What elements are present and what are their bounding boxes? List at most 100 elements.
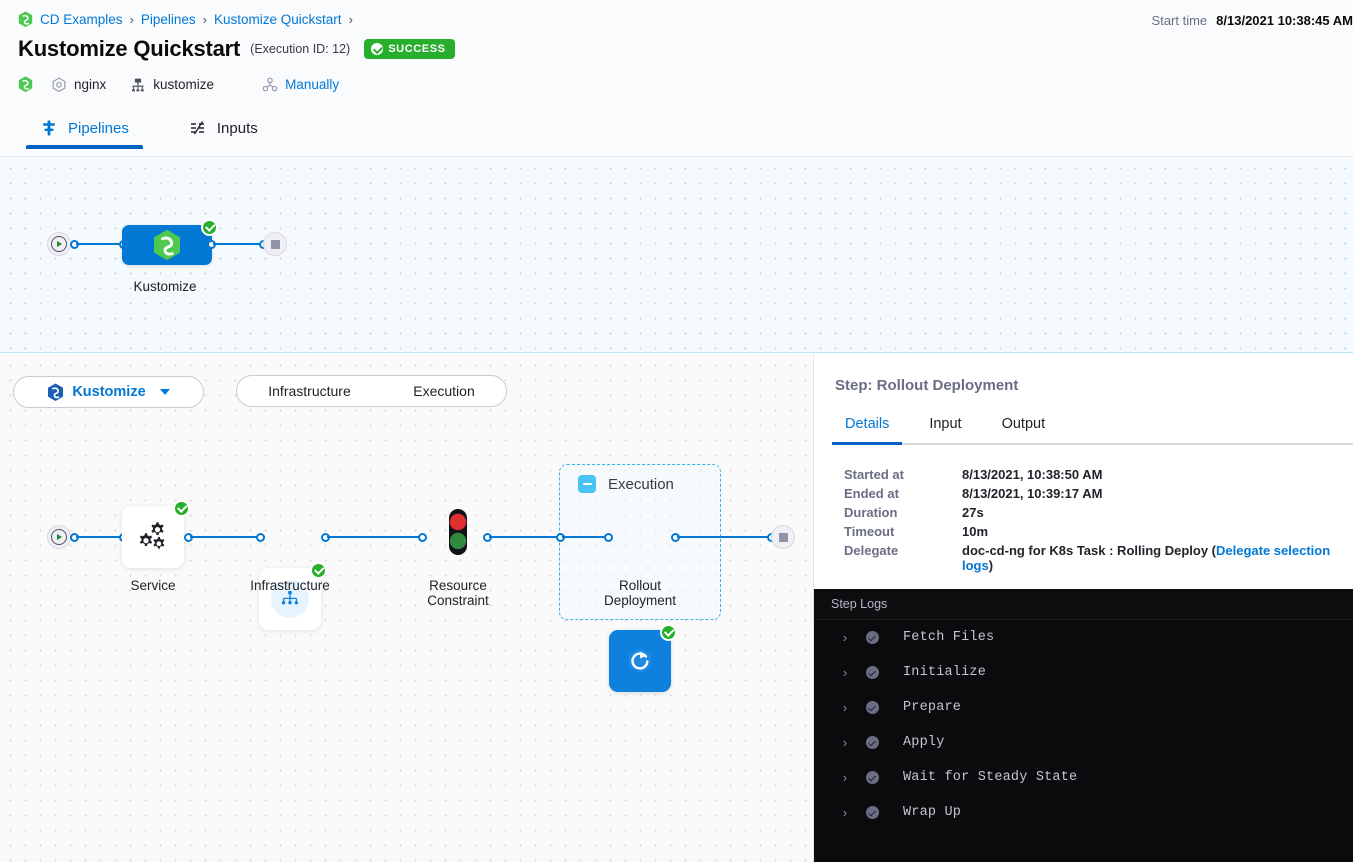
execution-group-header: Execution	[578, 475, 674, 493]
log-row[interactable]: › Apply	[814, 725, 1353, 760]
connector-dot	[256, 533, 265, 542]
log-row-label: Fetch Files	[903, 630, 995, 645]
step-tab-input[interactable]: Input	[929, 416, 962, 432]
status-success-icon	[310, 562, 327, 579]
status-badge-label: SUCCESS	[388, 43, 446, 55]
traffic-light-icon	[449, 509, 467, 555]
detail-key-started-at: Started at	[844, 467, 904, 482]
harness-logo-icon	[153, 229, 181, 260]
log-row[interactable]: › Fetch Files	[814, 620, 1353, 655]
log-row-label: Initialize	[903, 665, 987, 680]
page-title: Kustomize Quickstart	[18, 36, 241, 61]
harness-logo-icon	[18, 11, 33, 28]
detail-value-delegate: doc-cd-ng for K8s Task : Rolling Deploy …	[962, 543, 1349, 573]
execution-id: (Execution ID: 12)	[250, 42, 351, 56]
stop-icon	[270, 239, 280, 249]
tab-inputs[interactable]: Inputs	[175, 115, 272, 149]
step-node-resource-constraint[interactable]	[444, 509, 472, 564]
execution-start-node[interactable]	[47, 525, 71, 549]
start-time-label: Start time	[1151, 13, 1208, 28]
detail-key-ended-at: Ended at	[844, 486, 899, 501]
detail-value-started-at: 8/13/2021, 10:38:50 AM	[962, 467, 1103, 482]
log-row[interactable]: › Wait for Steady State	[814, 760, 1353, 795]
connector-dot	[604, 533, 613, 542]
step-node-infrastructure[interactable]	[259, 562, 327, 630]
execution-group[interactable]: Execution	[559, 464, 721, 620]
log-row[interactable]: › Prepare	[814, 690, 1353, 725]
chevron-right-icon[interactable]: ›	[842, 770, 848, 785]
service-gears-icon	[139, 522, 165, 549]
execution-group-title: Execution	[608, 475, 674, 493]
section-tabs: Infrastructure Execution	[236, 375, 507, 407]
inputs-icon	[190, 121, 204, 135]
detail-value-duration: 27s	[962, 505, 984, 520]
connector-line	[677, 536, 771, 538]
status-success-icon	[173, 500, 190, 517]
connector-line	[76, 243, 124, 245]
status-success-icon	[660, 624, 677, 641]
detail-value-ended-at: 8/13/2021, 10:39:17 AM	[962, 486, 1103, 501]
chevron-right-icon[interactable]: ›	[842, 665, 848, 680]
start-time: Start time 8/13/2021 10:38:45 AM	[1152, 13, 1353, 28]
step-logs-panel: Step Logs › Fetch Files › Initialize › P…	[814, 589, 1353, 862]
stage-selector-dropdown[interactable]: Kustomize	[13, 376, 204, 408]
breadcrumb-chevron-icon: ›	[202, 12, 208, 27]
step-details-list: Started at 8/13/2021, 10:38:50 AM Ended …	[844, 467, 1349, 573]
step-tab-output[interactable]: Output	[1001, 416, 1046, 432]
rollout-icon	[629, 648, 651, 674]
chevron-right-icon[interactable]: ›	[842, 805, 848, 820]
stage-node-label: Kustomize	[133, 279, 197, 294]
step-node-service-label: Service	[130, 578, 176, 593]
chevron-right-icon[interactable]: ›	[842, 735, 848, 750]
step-node-infrastructure-label: Infrastructure	[250, 578, 330, 593]
breadcrumb-link-pipelines[interactable]: Pipelines	[140, 12, 196, 27]
detail-key-timeout: Timeout	[844, 524, 895, 539]
pipeline-stage-graph[interactable]: Kustomize	[0, 157, 1353, 353]
pipeline-icon	[43, 120, 55, 136]
check-circle-icon	[371, 43, 384, 55]
chevron-right-icon[interactable]: ›	[842, 630, 848, 645]
log-status-success-icon	[866, 631, 879, 644]
breadcrumb-chevron-icon: ›	[348, 12, 353, 27]
connector-line	[190, 536, 265, 538]
step-tab-details[interactable]: Details	[832, 412, 903, 445]
collapse-icon[interactable]	[578, 475, 596, 493]
connector-line	[327, 536, 422, 538]
chevron-right-icon[interactable]: ›	[842, 700, 848, 715]
start-time-value: 8/13/2021 10:38:45 AM	[1216, 13, 1353, 28]
meta-label-service: nginx	[74, 77, 107, 92]
meta-item-service: nginx	[51, 77, 106, 93]
section-tab-infrastructure[interactable]: Infrastructure	[268, 383, 351, 399]
page-header: CD Examples › Pipelines › Kustomize Quic…	[0, 0, 1353, 157]
stage-selector-label: Kustomize	[72, 384, 146, 400]
breadcrumb-link-cd-examples[interactable]: CD Examples	[40, 12, 123, 27]
execution-step-graph[interactable]: Service Infrastructure	[0, 354, 814, 862]
title-row: Kustomize Quickstart (Execution ID: 12) …	[18, 36, 455, 62]
log-row[interactable]: › Wrap Up	[814, 795, 1353, 830]
log-row[interactable]: › Initialize	[814, 655, 1353, 690]
breadcrumb: CD Examples › Pipelines › Kustomize Quic…	[18, 11, 353, 28]
delegate-selection-logs-link[interactable]: Delegate selection logs	[962, 543, 1331, 573]
main-tabs: Pipelines Inputs	[26, 115, 272, 149]
kustomize-icon	[48, 382, 64, 401]
step-node-resource-constraint-label: Resource Constraint	[427, 578, 489, 608]
execution-end-node[interactable]	[771, 525, 795, 549]
log-status-success-icon	[866, 701, 879, 714]
breadcrumb-chevron-icon: ›	[129, 12, 134, 27]
tab-pipelines[interactable]: Pipelines	[26, 115, 143, 149]
harness-logo-icon	[18, 76, 33, 93]
infrastructure-icon	[271, 580, 309, 618]
step-node-service[interactable]	[122, 500, 190, 568]
pipeline-start-node[interactable]	[47, 232, 71, 256]
execution-meta-row: nginx kustomize	[18, 76, 339, 93]
connector-line	[76, 536, 124, 538]
pipeline-end-node[interactable]	[263, 232, 287, 256]
stage-node-kustomize[interactable]	[122, 219, 218, 265]
meta-item-trigger[interactable]: Manually	[262, 77, 339, 93]
deployment-icon	[132, 78, 145, 91]
step-node-rollout-deployment[interactable]	[609, 624, 677, 692]
section-tab-execution[interactable]: Execution	[413, 383, 475, 399]
breadcrumb-link-kustomize-quickstart[interactable]: Kustomize Quickstart	[214, 12, 342, 27]
trigger-icon	[262, 77, 278, 91]
meta-label-trigger[interactable]: Manually	[285, 77, 340, 92]
